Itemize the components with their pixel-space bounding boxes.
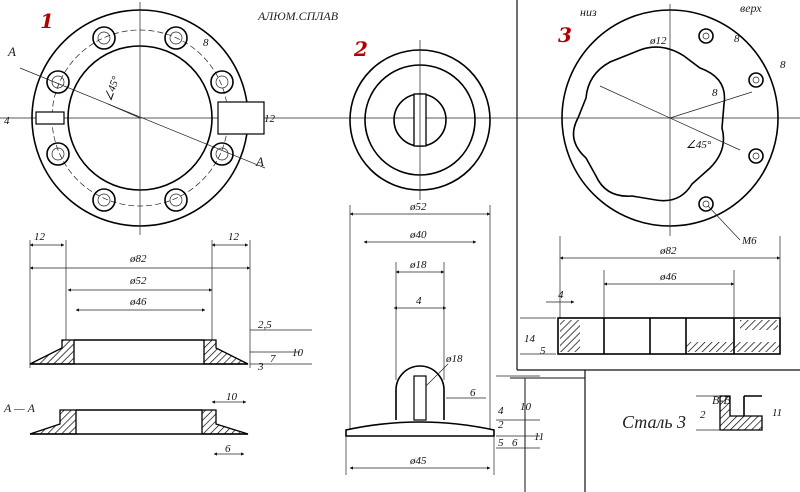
part2-h11: 11 bbox=[534, 431, 544, 443]
part1-left-12: 12 bbox=[34, 231, 46, 243]
part1-thickness-25: 2,5 bbox=[258, 319, 272, 331]
part2-drawing: 2 ø52 ø40 ø18 4 bbox=[345, 37, 544, 475]
part1-h7: 7 bbox=[270, 353, 276, 365]
part2-front-view: ø45 ø18 6 10 11 4 2 5 6 bbox=[345, 353, 544, 475]
part2-h4: 4 bbox=[498, 405, 504, 417]
part3-front-section: 14 5 bbox=[520, 317, 781, 357]
part1-section-6: 6 bbox=[225, 443, 231, 455]
part1-section-10: 10 bbox=[226, 391, 238, 403]
part1-drawing: 1 АЛЮМ.СПЛАВ ∠45° bbox=[3, 2, 339, 456]
part1-dimensions: 12 12 ø82 ø52 ø46 bbox=[29, 231, 251, 368]
bolt-holes bbox=[46, 26, 234, 212]
part3-label-bottom: низ bbox=[580, 5, 597, 19]
part2-d45: ø45 bbox=[409, 455, 427, 467]
part2-d18: ø18 bbox=[409, 259, 427, 271]
part3-number: 3 bbox=[558, 23, 572, 47]
section-marker-a-bottom: A bbox=[255, 154, 264, 169]
part1-angle-label: ∠45° bbox=[102, 74, 122, 102]
part1-front-section: 2,5 7 10 3 bbox=[29, 319, 312, 373]
part2-h6: 6 bbox=[470, 387, 476, 399]
part3-m6: M6 bbox=[741, 235, 757, 247]
part2-dimensions: ø52 ø40 ø18 4 bbox=[349, 201, 491, 430]
part1-h10: 10 bbox=[292, 347, 304, 359]
part3-dimensions: ø82 ø46 4 bbox=[546, 236, 781, 320]
part3-angle: ∠45° bbox=[686, 139, 712, 151]
part3-section-h: 2 bbox=[700, 409, 706, 421]
material-top-label: АЛЮМ.СПЛАВ bbox=[257, 9, 339, 23]
part2-d52: ø52 bbox=[409, 201, 427, 213]
part2-d40: ø40 bbox=[409, 229, 427, 241]
part3-h14: 14 bbox=[524, 333, 536, 345]
part1-plan-view: ∠45° 8 4 12 A A bbox=[4, 2, 276, 235]
part3-h5: 5 bbox=[540, 345, 546, 357]
part3-bolt-8b: 8 bbox=[780, 59, 786, 71]
part3-label-top: верх bbox=[740, 1, 762, 15]
part3-d46: ø46 bbox=[659, 271, 677, 283]
material-bottom-label: Сталь 3 bbox=[622, 412, 686, 432]
part2-h10: 10 bbox=[520, 401, 532, 413]
part2-w4: 4 bbox=[416, 295, 422, 307]
part2-plan-view bbox=[349, 40, 491, 200]
part1-right-12: 12 bbox=[228, 231, 240, 243]
part1-section-aa: A — A 10 6 bbox=[3, 391, 249, 456]
part2-h2: 2 bbox=[498, 419, 504, 431]
part2-h6b: 6 bbox=[512, 437, 518, 449]
part2-number: 2 bbox=[353, 37, 368, 61]
part3-section-bb: В-В 2 11 bbox=[696, 393, 782, 431]
part3-bolt-8c: 8 bbox=[712, 87, 718, 99]
part1-slot-height: 12 bbox=[264, 113, 276, 125]
section-aa-title: A — A bbox=[3, 401, 36, 415]
part1-slot-width: 4 bbox=[4, 115, 10, 127]
part1-h3: 3 bbox=[257, 361, 264, 373]
part3-section-11: 11 bbox=[772, 407, 782, 419]
part3-d82: ø82 bbox=[659, 245, 677, 257]
part1-bolt-dim: 8 bbox=[203, 37, 209, 49]
part1-d46: ø46 bbox=[129, 296, 147, 308]
section-marker-a-top: A bbox=[7, 44, 16, 59]
part3-drawing: 3 низ верх ø12 8 8 8 ∠45° M6 ø82 ø46 bbox=[520, 1, 786, 432]
part2-h5: 5 bbox=[498, 437, 504, 449]
part3-w4: 4 bbox=[558, 289, 564, 301]
part1-number: 1 bbox=[40, 9, 54, 33]
part3-bolt-8a: 8 bbox=[734, 33, 740, 45]
part1-d52: ø52 bbox=[129, 275, 147, 287]
part3-d12: ø12 bbox=[649, 35, 667, 47]
part2-r18: ø18 bbox=[445, 353, 463, 365]
part3-plan-view: ø12 8 8 8 ∠45° M6 bbox=[561, 4, 786, 247]
part1-d82: ø82 bbox=[129, 253, 147, 265]
